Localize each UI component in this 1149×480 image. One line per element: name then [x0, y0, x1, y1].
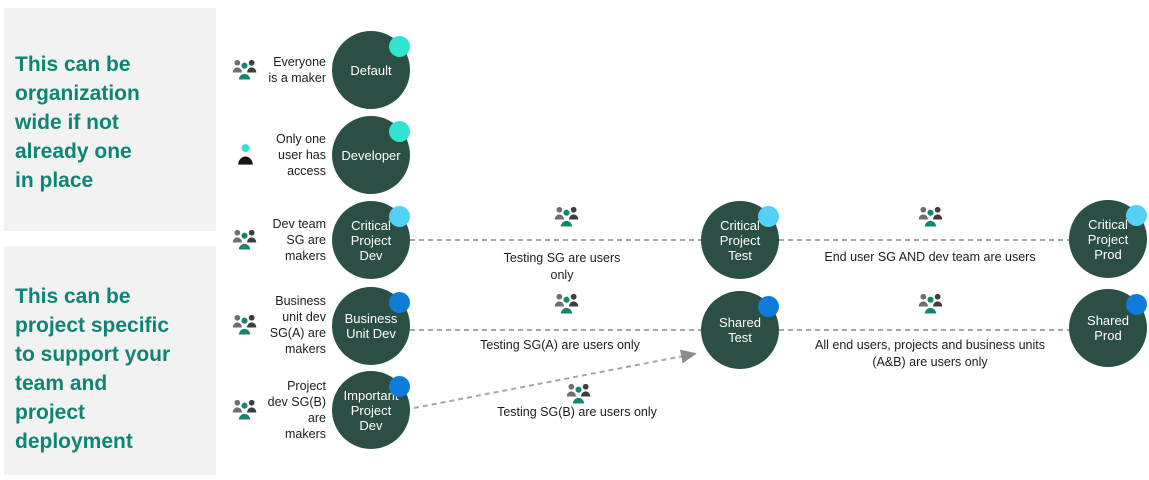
people-group-icon	[553, 204, 580, 229]
env-node-critical-project-dev: Critical Project Dev	[332, 201, 410, 279]
flow-note-all-end-users: All end users, projects and business uni…	[815, 338, 1045, 369]
env-badge	[389, 36, 410, 57]
org-wide-note-panel: This can be organization wide if not alr…	[4, 8, 216, 231]
maker-label-project-dev: Project dev SG(B) are makers	[267, 379, 326, 441]
env-node-label: Developer	[341, 147, 401, 163]
env-node-label: Default	[350, 62, 392, 78]
flow-note-end-user-sg: End user SG AND dev team are users	[824, 250, 1036, 264]
people-group-icon	[231, 57, 258, 82]
env-badge	[389, 292, 410, 313]
env-badge	[1126, 205, 1147, 226]
project-specific-note-panel: This can be project specific to support …	[4, 246, 216, 475]
env-node-shared-prod: Shared Prod	[1069, 289, 1147, 367]
env-badge	[389, 206, 410, 227]
maker-label-only-one-user: Only one user has access	[275, 132, 326, 178]
env-node-important-project-dev: Important Project Dev	[332, 371, 410, 449]
env-badge	[1126, 294, 1147, 315]
people-group-icon	[917, 291, 944, 316]
env-node-critical-project-prod: Critical Project Prod	[1069, 200, 1147, 278]
env-node-label: Shared Test	[719, 315, 761, 345]
env-node-critical-project-test: Critical Project Test	[701, 201, 779, 279]
env-node-label: Business Unit Dev	[344, 311, 398, 341]
people-group-icon	[231, 312, 258, 337]
env-badge	[389, 376, 410, 397]
single-user-icon	[237, 141, 254, 167]
env-node-shared-test: Shared Test	[701, 291, 779, 369]
flow-note-testing-sg-b: Testing SG(B) are users only	[497, 405, 657, 419]
env-node-label: Critical Project Test	[719, 217, 761, 263]
maker-label-everyone: Everyone is a maker	[268, 55, 326, 85]
env-node-business-unit-dev: Business Unit Dev	[332, 287, 410, 365]
people-group-icon	[917, 204, 944, 229]
maker-label-business-unit: Business unit dev SG(A) are makers	[269, 294, 326, 356]
env-node-label: Important Project Dev	[343, 387, 399, 433]
people-group-icon	[231, 397, 258, 422]
flow-note-testing-sg: Testing SG are users only	[503, 251, 621, 282]
people-group-icon	[553, 291, 580, 316]
env-node-developer: Developer	[332, 116, 410, 194]
env-badge	[758, 206, 779, 227]
env-node-label: Shared Prod	[1087, 313, 1129, 343]
env-badge	[389, 121, 410, 142]
flow-note-testing-sg-a: Testing SG(A) are users only	[480, 338, 640, 352]
env-node-default: Default	[332, 31, 410, 109]
env-badge	[758, 296, 779, 317]
maker-label-dev-team: Dev team SG are makers	[272, 217, 327, 263]
flow-line-important-to-shared-test	[413, 349, 697, 409]
people-group-icon	[231, 227, 258, 252]
people-group-icon	[565, 381, 592, 406]
env-node-label: Critical Project Prod	[1087, 216, 1129, 262]
env-node-label: Critical Project Dev	[350, 217, 392, 263]
